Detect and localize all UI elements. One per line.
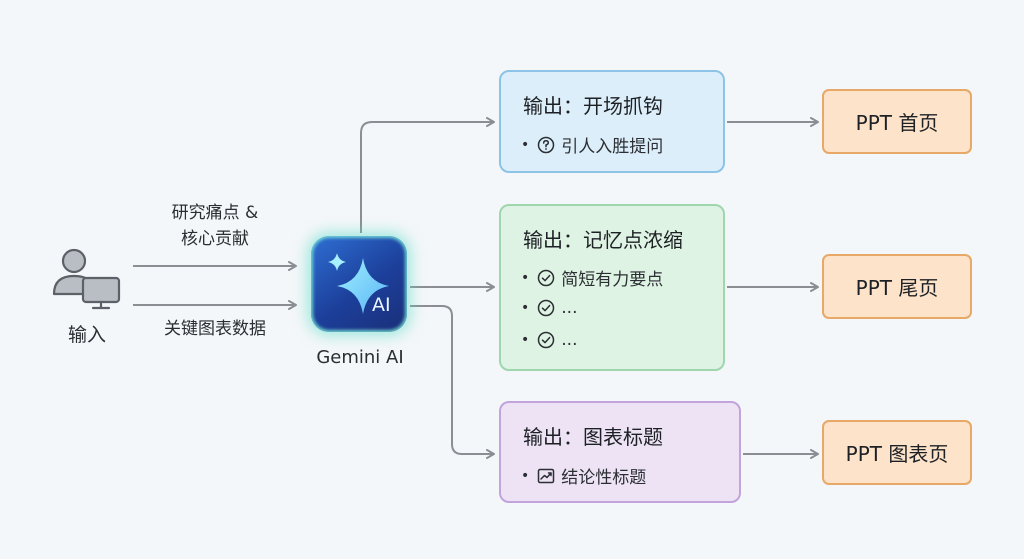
ppt-chart-page: PPT 图表页 xyxy=(822,420,972,485)
list-item: • 引人入胜提问 xyxy=(521,132,663,157)
bullet-dot: • xyxy=(521,332,530,348)
ai-badge-text: AI xyxy=(372,294,391,316)
list-item: • ... xyxy=(521,298,577,318)
list-item: • 简短有力要点 xyxy=(521,265,663,290)
output-chart-title-box: 输出：图表标题 • 结论性标题 xyxy=(499,401,741,503)
question-circle-icon xyxy=(538,136,555,153)
list-item: • 结论性标题 xyxy=(521,463,647,489)
check-circle-icon xyxy=(538,331,555,349)
bullet-dot: • xyxy=(521,467,530,484)
item-text: ... xyxy=(561,298,578,318)
trend-chart-icon xyxy=(538,468,555,483)
sparkle-icon xyxy=(328,253,389,314)
edge-label-research-line1: 研究痛点 & xyxy=(171,203,259,223)
input-label: 输入 xyxy=(67,324,106,346)
check-circle-icon xyxy=(538,299,555,317)
item-text: 简短有力要点 xyxy=(561,270,664,290)
bullet-dot: • xyxy=(521,269,530,286)
output-hook-title: 输出：开场抓钩 xyxy=(523,94,663,118)
arrow-ai-to-hook xyxy=(360,117,495,233)
check-circle-icon xyxy=(538,269,555,286)
user-computer-icon xyxy=(52,248,121,310)
item-text: 结论性标题 xyxy=(561,468,647,488)
arrow-ai-to-chart xyxy=(410,305,495,459)
edge-label-chart-data: 关键图表数据 xyxy=(164,319,266,339)
bullet-dot: • xyxy=(521,136,530,153)
gemini-ai-label: Gemini AI xyxy=(316,347,404,368)
gemini-ai-node: AI xyxy=(311,236,407,332)
edge-label-research-line2: 核心贡献 xyxy=(181,229,249,249)
output-memory-box: 输出：记忆点浓缩 • 简短有力要点 • ... • ... xyxy=(499,204,725,371)
ppt-first-page: PPT 首页 xyxy=(822,89,972,154)
ppt-last-page: PPT 尾页 xyxy=(822,254,972,319)
bullet-dot: • xyxy=(521,300,530,316)
item-text: ... xyxy=(561,330,578,350)
list-item: • ... xyxy=(521,330,577,350)
output-chart-title: 输出：图表标题 xyxy=(523,425,663,449)
output-memory-title: 输出：记忆点浓缩 xyxy=(523,228,683,252)
output-hook-box: 输出：开场抓钩 • 引人入胜提问 xyxy=(499,70,725,173)
edge-label-research: 研究痛点 & 核心贡献 xyxy=(140,200,290,252)
item-text: 引人入胜提问 xyxy=(561,137,664,157)
